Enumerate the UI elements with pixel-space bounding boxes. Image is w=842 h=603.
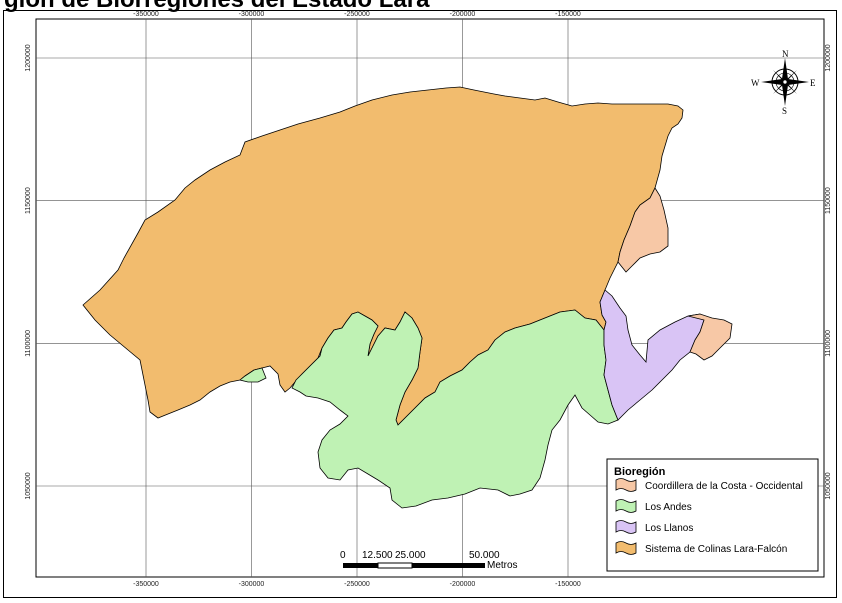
region-coordillera-costa[interactable] (617, 187, 733, 361)
x-tick-label-4-top: -150000 (555, 11, 581, 18)
x-tick-labels: -350000 -350000 -300000 -300000 -250000 -2500… (133, 11, 581, 588)
compass-s: S (782, 106, 787, 116)
y-tick-label-1-right: 1150000 (825, 187, 832, 214)
compass-w: W (751, 78, 760, 88)
legend-swatch-0 (615, 478, 637, 492)
y-tick-labels: 1200000 1200000 1150000 1150000 1100000 11000… (25, 44, 832, 499)
y-tick-label-3-right: 1050000 (825, 472, 832, 499)
legend-swatch-1 (615, 499, 637, 513)
x-tick-label-0-top: -350000 (133, 11, 159, 18)
map-heading-clip: gión de Biorregiones del Estado Lara (0, 0, 842, 12)
legend-box (606, 458, 819, 572)
map-heading: gión de Biorregiones del Estado Lara (4, 0, 429, 12)
scale-seg-3 (412, 563, 485, 568)
y-tick-label-2-right: 1100000 (825, 330, 832, 357)
compass-e: E (810, 78, 816, 88)
compass-n: N (782, 49, 789, 59)
x-tick-label-3-top: -200000 (450, 11, 476, 18)
region-layer (82, 86, 733, 509)
map-neatline (35, 18, 825, 578)
region-los-andes[interactable] (239, 309, 619, 509)
scale-label-3: 50.000 (469, 550, 500, 561)
map-frame (3, 10, 837, 598)
region-los-llanos[interactable] (599, 289, 705, 421)
scale-bar: 0 12.500 25.000 50.000 Metros (340, 550, 518, 571)
legend-label-1: Los Andes (645, 502, 692, 513)
scale-label-1: 12.500 (362, 550, 393, 561)
north-arrow-icon: N S E W (751, 49, 816, 116)
scale-label-0: 0 (340, 550, 346, 561)
x-tick-label-3-bottom: -200000 (450, 581, 476, 588)
scale-unit: Metros (487, 560, 518, 571)
y-tick-label-1-left: 1150000 (25, 187, 32, 214)
x-tick-label-2-bottom: -250000 (344, 581, 370, 588)
legend-label-0: Coordillera de la Costa - Occidental (645, 481, 803, 492)
x-tick-label-4-bottom: -150000 (555, 581, 581, 588)
legend-swatch-3 (615, 541, 637, 555)
scale-label-2: 25.000 (395, 550, 426, 561)
y-tick-label-0-left: 1200000 (25, 44, 32, 71)
y-tick-label-3-left: 1050000 (25, 472, 32, 499)
legend-label-2: Los Llanos (645, 523, 693, 534)
legend: Bioregión Coordillera de la Costa - Occi… (606, 458, 819, 572)
x-tick-label-0-bottom: -350000 (133, 581, 159, 588)
y-tick-label-2-left: 1100000 (25, 330, 32, 357)
y-tick-label-0-right: 1200000 (825, 44, 832, 71)
scale-seg-2 (377, 562, 413, 569)
legend-swatch-2 (615, 520, 637, 534)
x-tick-label-1-top: -300000 (239, 11, 265, 18)
legend-label-3: Sistema de Colinas Lara-Falcón (645, 544, 787, 555)
x-tick-label-1-bottom: -300000 (239, 581, 265, 588)
legend-title: Bioregión (614, 466, 666, 478)
scale-seg-1 (343, 563, 378, 568)
x-tick-label-2-top: -250000 (344, 11, 370, 18)
